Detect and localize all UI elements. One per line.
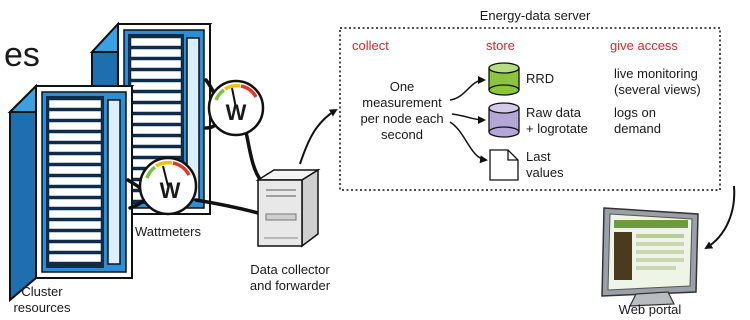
data-collector-tower-icon	[255, 168, 321, 248]
cluster-label: Cluster	[21, 284, 63, 299]
web-portal-label: Web portal	[619, 302, 682, 317]
store-arrows	[449, 76, 488, 164]
rack-server-slot	[130, 92, 182, 102]
rack-server-slot	[48, 220, 102, 230]
store-item-last: values	[526, 165, 564, 180]
rack-server-slot	[48, 176, 102, 186]
rack-server-slot	[130, 48, 182, 58]
store-item-rrd: RRD	[526, 71, 554, 86]
rack-server-slot	[48, 154, 102, 164]
web-portal-monitor-icon	[601, 207, 699, 307]
rack-server-slot	[130, 125, 182, 135]
store-header: store	[486, 38, 515, 53]
collector-label: Data collector	[250, 262, 330, 277]
collect-line: measurement	[362, 95, 442, 110]
access-item-logs: logs on	[614, 105, 656, 120]
access-item-live: live monitoring	[614, 66, 698, 81]
collect-line: second	[381, 127, 423, 142]
wattmeters-label: Wattmeters	[135, 224, 201, 239]
access-item-live: (several views)	[614, 82, 701, 97]
collect-header: collect	[352, 38, 389, 53]
rack-server-slot	[130, 136, 182, 146]
store-item-raw: Raw data	[526, 105, 582, 120]
document-icon	[489, 149, 519, 181]
cluster-label: resources	[13, 300, 71, 315]
wattmeter-lower-symbol: W	[160, 178, 181, 203]
access-item-logs: demand	[614, 121, 661, 136]
green-cylinder-icon	[488, 62, 520, 96]
rack-server-slot	[130, 37, 182, 47]
energy-data-server-box	[339, 27, 721, 191]
rack-server-slot	[130, 59, 182, 69]
rack-server-slot	[130, 147, 182, 157]
rack-server-slot	[48, 253, 102, 263]
rack-server-slot	[48, 99, 102, 109]
wattmeter-upper-symbol: W	[226, 100, 247, 125]
arrow-to-server	[299, 108, 338, 165]
wattmeter-lower: W	[138, 156, 198, 216]
rack-server-slot	[48, 165, 102, 175]
rack-server-slot	[130, 114, 182, 124]
rack-server-slot	[48, 198, 102, 208]
wattmeter-upper: W	[207, 79, 265, 137]
collector-label: and forwarder	[250, 278, 331, 293]
rack-server-slot	[48, 132, 102, 142]
server-rack-front	[7, 83, 135, 303]
rack-server-slot	[48, 209, 102, 219]
rack-server-slot	[130, 81, 182, 91]
rack-server-slot	[48, 143, 102, 153]
rack-server-slot	[48, 110, 102, 120]
partial-title: es	[4, 36, 40, 74]
rack-server-slot	[48, 121, 102, 131]
server-title: Energy-data server	[480, 8, 591, 23]
arrow-to-portal	[704, 185, 736, 250]
rack-server-slot	[130, 103, 182, 113]
collect-text: One measurement per node each second	[360, 79, 443, 142]
collect-line: One	[390, 79, 415, 94]
rack-server-slot	[48, 187, 102, 197]
give-access-header: give access	[610, 38, 678, 53]
rack-server-slot	[48, 242, 102, 252]
store-item-raw: + logrotate	[526, 121, 588, 136]
rack-server-slot	[130, 70, 182, 80]
store-item-last: Last	[526, 149, 551, 164]
purple-cylinder-icon	[488, 102, 520, 138]
collect-line: per node each	[360, 111, 443, 126]
rack-server-slot	[48, 231, 102, 241]
